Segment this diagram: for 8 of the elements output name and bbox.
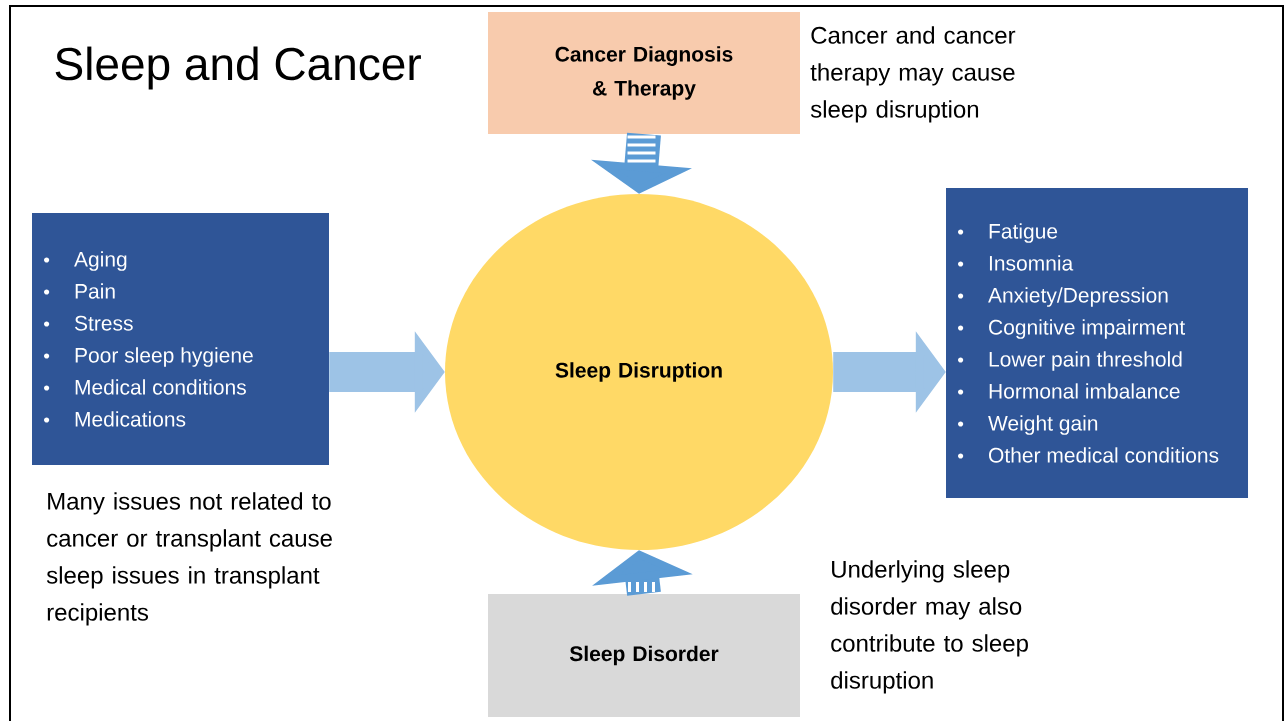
note-text: Underlying sleep disorder may also contribute to sleep disruption (831, 560, 1028, 694)
label-box: Sleep Disorder (488, 594, 800, 717)
note-text: Cancer and cancer therapy may cause sleep disruption (810, 26, 1016, 123)
title: Sleep and Cancer (55, 46, 421, 90)
note-text: Many issues not related to cancer or transplant cause sleep issues in transplant recipients (46, 492, 332, 626)
bullet-list-box: Fatigue Insomnia Anxiety/Depression Cognitive impairment Lower pain threshold Hormonal imbalance Weight gain Other medical conditions (946, 188, 1248, 498)
bullet-list-box: Aging Pain Stress Poor sleep hygiene Medical conditions Medications (32, 213, 329, 465)
label-box: Cancer Diagnosis & Therapy (488, 12, 800, 134)
